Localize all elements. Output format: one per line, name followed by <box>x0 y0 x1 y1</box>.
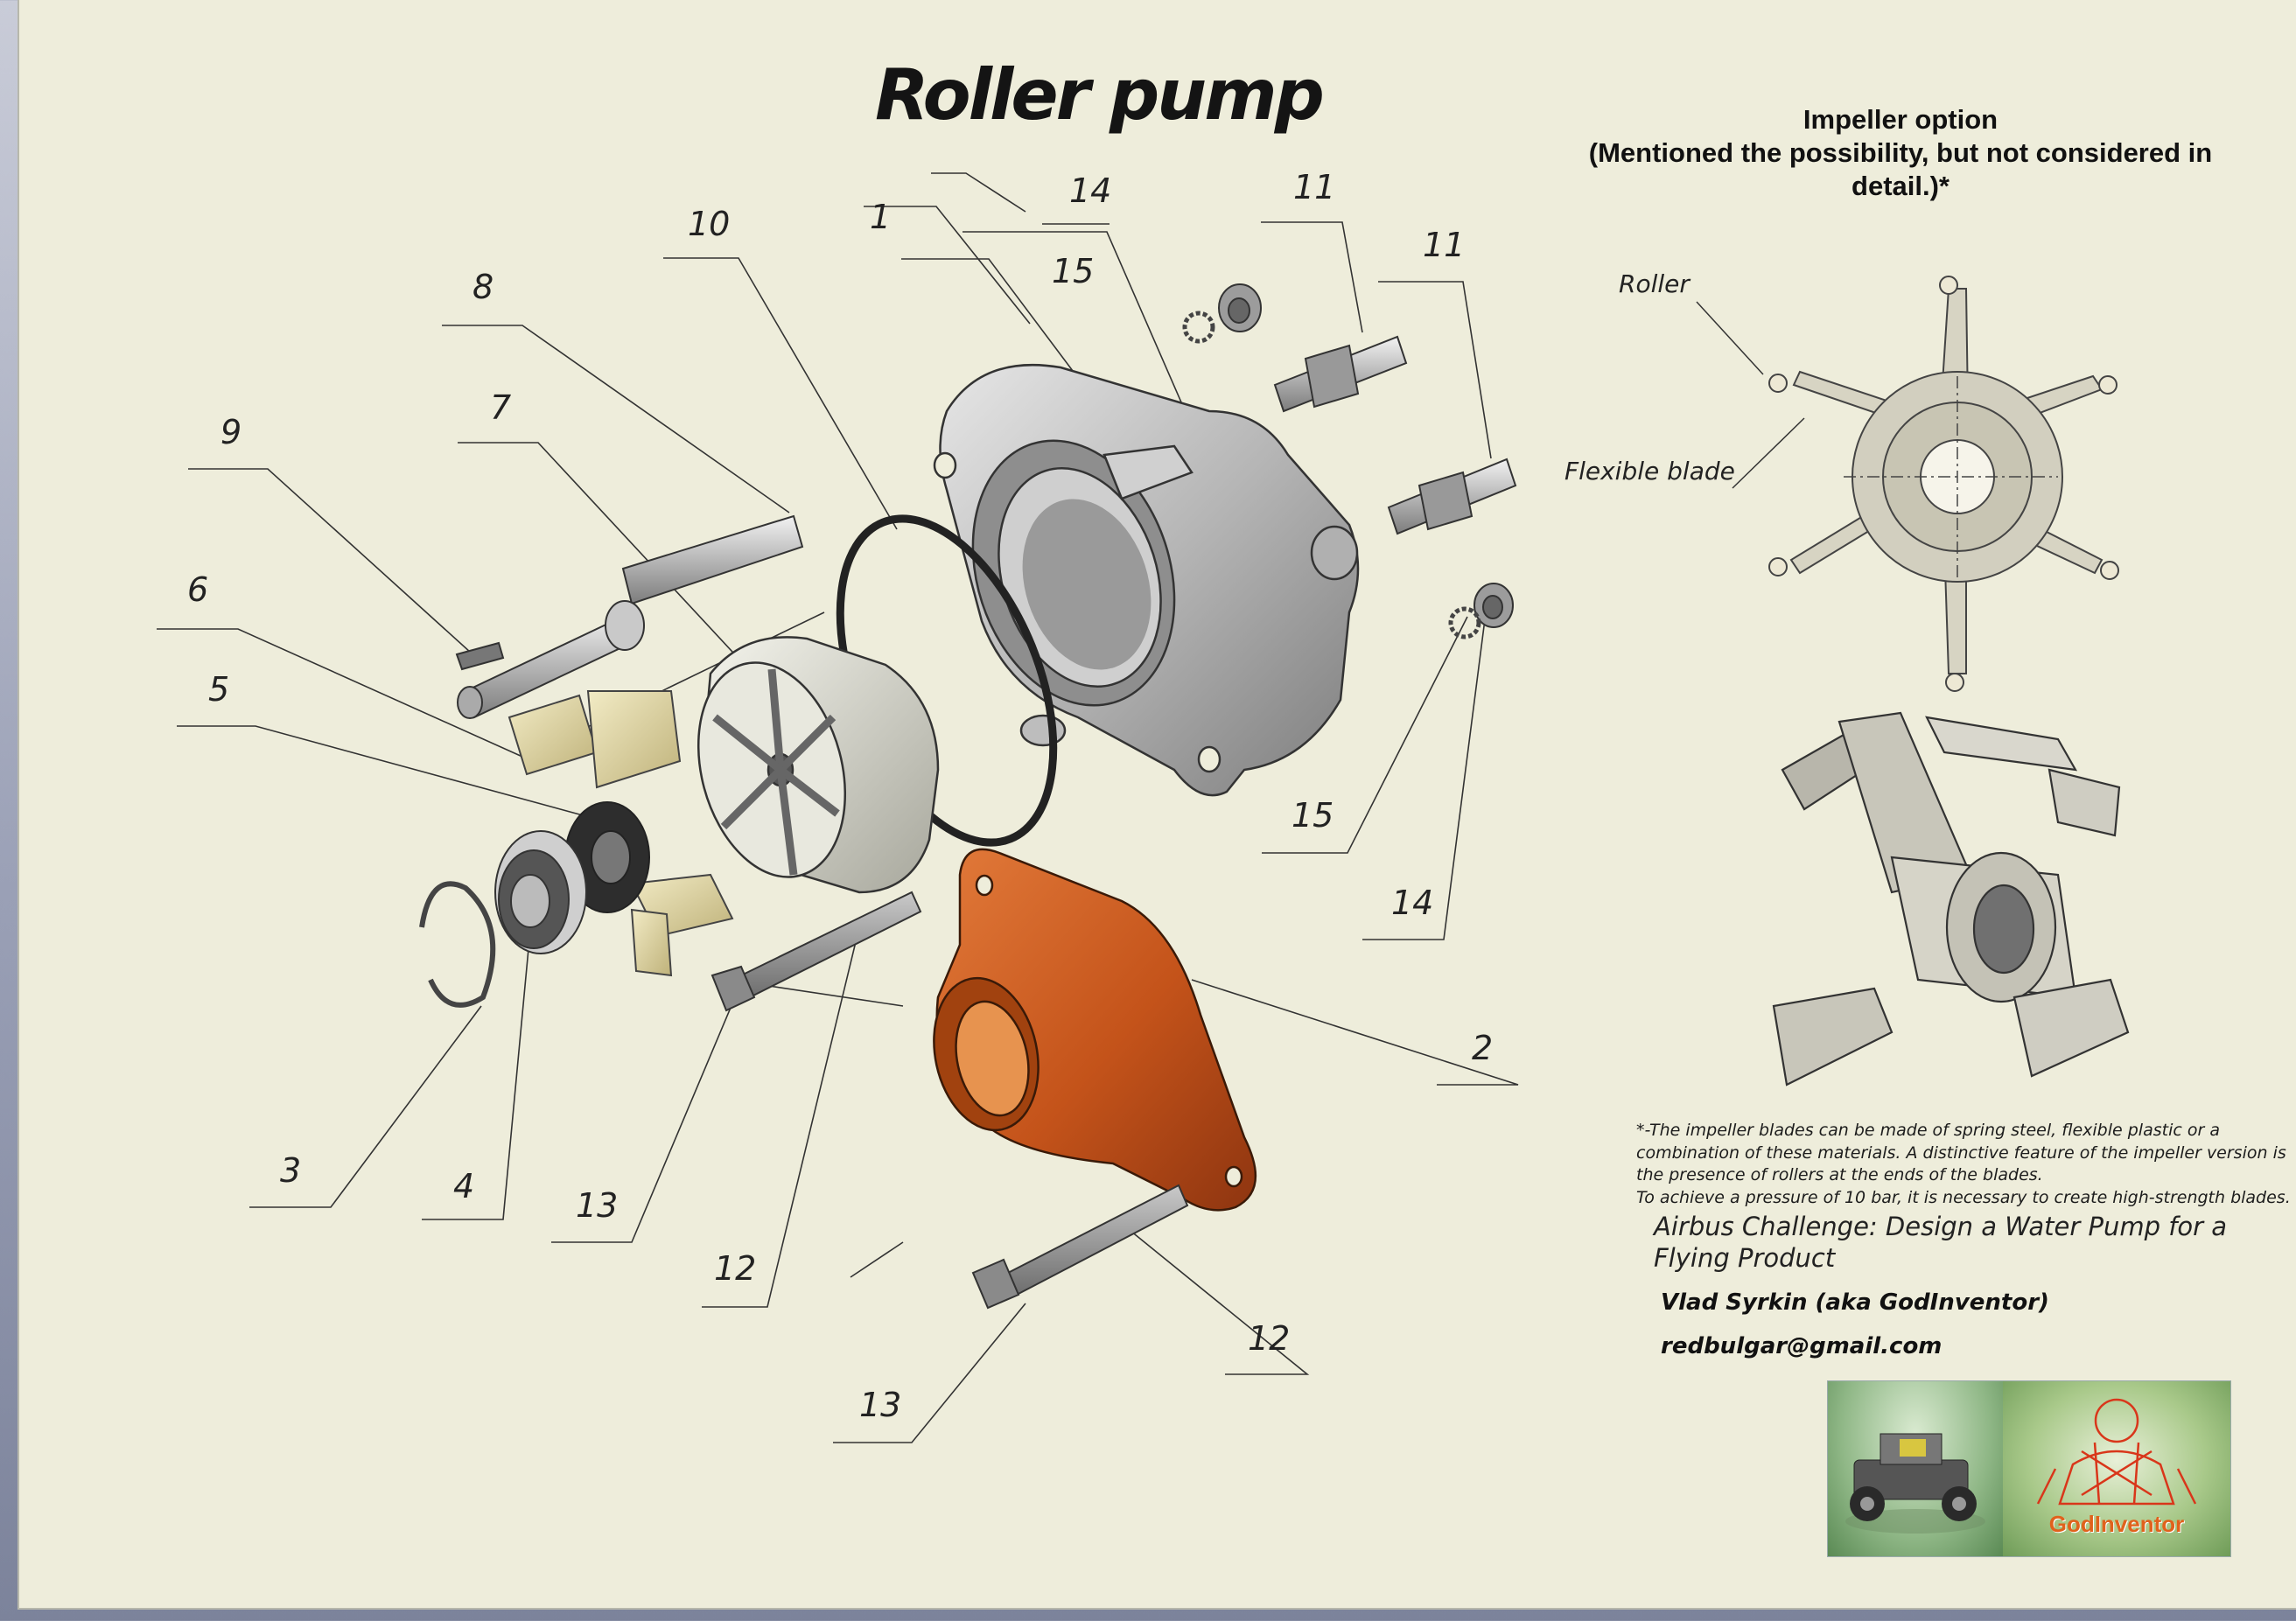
callout-12b: 12 <box>1248 1319 1291 1358</box>
shaft-key <box>455 641 505 671</box>
callout-3: 3 <box>280 1151 302 1190</box>
drawing-title: Roller pump <box>875 54 1325 136</box>
godinventor-logo: GodInventor <box>1827 1380 2231 1557</box>
callout-11b: 11 <box>1423 226 1466 264</box>
impeller-3d-view <box>1772 711 2130 1086</box>
leader-line-12a <box>702 926 860 1308</box>
callout-4: 4 <box>453 1167 475 1205</box>
footnote-line-1: *-The impeller blades can be made of spr… <box>1636 1121 2220 1140</box>
cap-nut-upper <box>1218 283 1262 332</box>
roller-rotor <box>696 636 940 894</box>
callout-2: 2 <box>1472 1029 1494 1067</box>
challenge-title: Airbus Challenge: Design a Water Pump fo… <box>1654 1212 2228 1273</box>
callout-12a: 12 <box>714 1249 757 1288</box>
callout-13a: 13 <box>576 1186 619 1225</box>
bolt-lower <box>971 1184 1189 1310</box>
ball-bearing <box>494 830 587 954</box>
leader-line-6 <box>157 628 523 758</box>
impeller-footnote: *-The impeller blades can be made of spr… <box>1636 1120 2296 1209</box>
bolt-upper <box>710 891 922 1012</box>
fitting-upper <box>1273 335 1408 413</box>
leader-line-15b <box>1262 616 1468 854</box>
callout-15a: 15 <box>1052 252 1095 290</box>
leader-lines <box>157 172 1519 1443</box>
drawing-sheet: Roller pump Impeller option (Mentioned t… <box>18 0 2296 1610</box>
assembly-axis-3 <box>850 1241 904 1278</box>
leader-line-13a <box>551 996 736 1243</box>
cap-nut-lower <box>1474 583 1514 628</box>
callout-7: 7 <box>490 388 512 427</box>
leader-line-5 <box>177 725 593 819</box>
leader-line-2 <box>1191 979 1519 1086</box>
callout-8: 8 <box>472 268 494 306</box>
callout-5: 5 <box>208 670 230 709</box>
leader-line-9 <box>188 468 472 653</box>
circlip <box>419 881 496 1008</box>
leader-line-12b <box>1130 1230 1310 1375</box>
leader-line-11-top <box>1261 221 1363 333</box>
logo-figure-image <box>2003 1381 2230 1556</box>
leader-line-15a <box>931 172 1026 213</box>
leader-line-14b <box>1362 618 1486 940</box>
callout-14b: 14 <box>1391 884 1434 922</box>
callout-15b: 15 <box>1292 796 1334 835</box>
callout-1: 1 <box>870 198 892 236</box>
footnote-line-3: the presence of rollers at the ends of t… <box>1636 1165 2043 1184</box>
lock-washer-upper <box>1182 311 1215 344</box>
callout-14a: 14 <box>1069 171 1112 210</box>
roller-label: Roller <box>1619 269 1690 298</box>
callout-9: 9 <box>220 413 242 451</box>
pump-cover <box>933 848 1257 1212</box>
author-name: Vlad Syrkin (aka GodInventor) <box>1661 1289 2049 1316</box>
impeller-subheading: (Mentioned the possibility, but not cons… <box>1588 137 2213 201</box>
logo-text: GodInventor <box>2048 1511 2185 1537</box>
callout-10: 10 <box>688 205 731 243</box>
callout-6: 6 <box>187 570 209 609</box>
pump-shaft <box>455 514 804 719</box>
vanes <box>508 690 734 977</box>
callout-13b: 13 <box>859 1386 902 1424</box>
callout-11a: 11 <box>1293 168 1336 206</box>
leader-line-10-inner <box>663 257 898 530</box>
leader-line-8 <box>442 325 790 514</box>
leader-line-13b <box>833 1303 1026 1443</box>
leader-line-11b <box>1378 281 1492 459</box>
lock-washer-lower <box>1448 606 1481 639</box>
leader-line-7 <box>458 442 778 701</box>
logo-vehicle-image <box>1828 1381 2003 1556</box>
impeller-heading-block: Impeller option (Mentioned the possibili… <box>1542 103 2259 203</box>
author-email: redbulgar@gmail.com <box>1661 1333 1942 1359</box>
fitting-lower <box>1387 458 1517 535</box>
impeller-front-view <box>1696 276 2119 692</box>
leader-line-4 <box>422 929 531 1220</box>
exploded-view-drawing <box>157 172 2130 1443</box>
flexible-blade-label: Flexible blade <box>1564 457 1735 486</box>
footnote-line-4: To achieve a pressure of 10 bar, it is n… <box>1636 1187 2291 1207</box>
footnote-line-2: combination of these materials. A distin… <box>1636 1142 2286 1163</box>
impeller-heading: Impeller option <box>1802 104 1998 135</box>
leader-line-11a <box>864 206 1031 325</box>
leader-line-3 <box>249 1005 482 1208</box>
